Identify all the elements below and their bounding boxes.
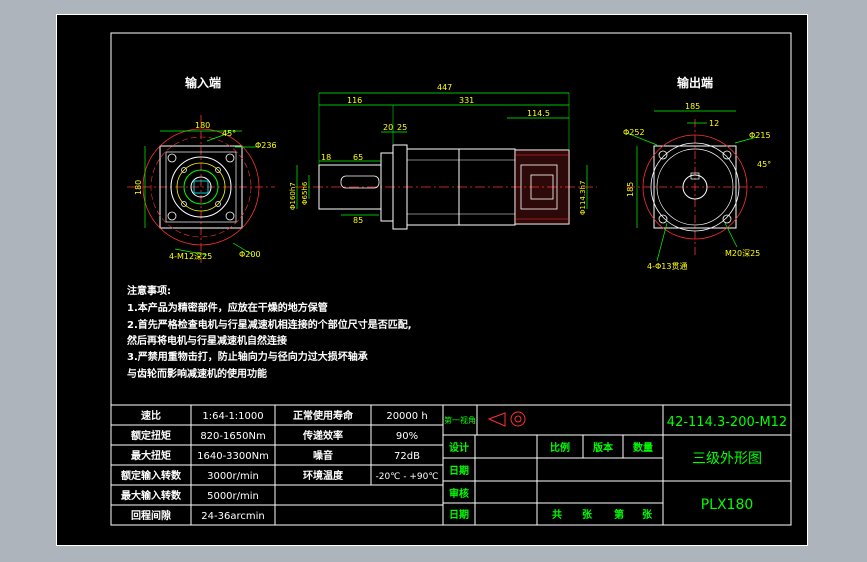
- notes-line: 与齿轮而影响减速机的使用功能: [127, 367, 267, 380]
- notes-line: 3.严禁用重物击打，防止轴向力与径向力过大损坏轴承: [127, 350, 368, 363]
- output-dim-key: 12: [709, 119, 719, 128]
- side-dim-shaftlen: 85: [353, 216, 363, 225]
- spec-cell: 820-1650Nm: [200, 431, 265, 442]
- input-dim-pilot: Φ200: [239, 250, 261, 259]
- side-dim-body: 331: [459, 96, 474, 105]
- row-label-date: 日期: [449, 464, 469, 477]
- spec-cell: 1:64-1:1000: [202, 411, 263, 422]
- title-block-text: 第一视角 42-114.3-200-M12 设计 日期 审核 日期 比例 版本 …: [444, 415, 787, 521]
- model-number: PLX180: [701, 497, 754, 513]
- part-number: 42-114.3-200-M12: [667, 415, 787, 430]
- col-label-qty: 数量: [633, 441, 653, 454]
- spec-cell: 传递效率: [302, 429, 343, 442]
- spec-cell: 24-36arcmin: [201, 511, 264, 522]
- spec-cell: 90%: [396, 431, 418, 442]
- output-dim-holes: 4-Φ13贯通: [647, 261, 687, 271]
- spec-cell: 1640-3300Nm: [197, 451, 269, 462]
- side-dim-total: 447: [437, 83, 452, 92]
- spec-cell: 最大输入转数: [121, 489, 182, 502]
- cad-drawing: 输入端 180 45° Φ236 180 4-M12深25 Φ: [110, 32, 792, 526]
- sheet-total-label: 共: [552, 508, 562, 521]
- spec-table-text: 速比 1:64-1:1000 正常使用寿命 20000 h 额定扭矩 820-1…: [121, 409, 438, 522]
- spec-cell: 额定输入转数: [121, 469, 182, 482]
- notes-line: 然后再将电机与行星减速机自然连接: [127, 334, 287, 347]
- input-dim-bolts: 4-M12深25: [169, 252, 212, 261]
- spec-cell: 3000r/min: [207, 471, 259, 482]
- side-dim-pilot: Φ160h7: [289, 182, 297, 210]
- input-dim-width: 180: [195, 121, 210, 130]
- drawing-sheet: 输入端 180 45° Φ236 180 4-M12深25 Φ: [56, 14, 808, 546]
- output-dim-thread: M20深25: [725, 249, 760, 258]
- notes-title: 注意事项:: [127, 284, 171, 297]
- title-block: [442, 404, 792, 526]
- side-dim-keylen: 65: [353, 153, 363, 162]
- output-dim-width: 185: [685, 102, 700, 111]
- input-dim-pcd: Φ236: [255, 141, 277, 150]
- sheet-no-label: 第: [614, 508, 624, 521]
- side-dim-flange-a: 20: [383, 123, 393, 132]
- notes-block: 注意事项: 1.本产品为精密部件，应放在干燥的地方保管 2.首先严格检查电机与行…: [127, 284, 412, 380]
- input-end-title: 输入端: [185, 75, 221, 90]
- output-dim-height: 185: [626, 182, 635, 197]
- input-dim-angle: 45°: [222, 129, 236, 138]
- output-dim-pcd: Φ215: [749, 131, 771, 140]
- notes-line: 2.首先严格检查电机与行星减速机相连接的个部位尺寸是否匹配,: [127, 318, 412, 331]
- side-dim-flange-b: 25: [397, 123, 407, 132]
- col-label-version: 版本: [593, 441, 614, 454]
- side-view: 447 116 331 114.5 20 25 18 65 85 Φ160h7 …: [289, 83, 597, 230]
- spec-cell: -20℃ - +90℃: [376, 472, 439, 482]
- projection-symbol: [487, 411, 526, 427]
- spec-cell: 环境温度: [303, 469, 344, 482]
- side-dim-shaft: 116: [347, 96, 362, 105]
- row-label-design: 设计: [449, 441, 469, 454]
- spec-cell: 5000r/min: [207, 491, 259, 502]
- input-dim-height: 180: [134, 180, 143, 195]
- sheet-no-unit: 张: [642, 508, 653, 521]
- sheet-total-unit: 张: [582, 508, 593, 521]
- side-dim-adapter: 114.5: [527, 109, 550, 118]
- spec-table: [110, 404, 444, 526]
- spec-cell: 20000 h: [386, 411, 427, 422]
- spec-cell: 回程间隙: [131, 509, 171, 522]
- output-dim-angle: 45°: [757, 160, 771, 169]
- side-dim-shaftdia: Φ65h6: [301, 181, 309, 205]
- col-label-scale: 比例: [550, 441, 570, 454]
- drawing-name: 三级外形图: [692, 451, 762, 467]
- side-dim-key: 18: [321, 153, 331, 162]
- row-label-date2: 日期: [449, 508, 469, 521]
- output-dim-outer: Φ252: [623, 128, 645, 137]
- spec-cell: 72dB: [394, 451, 420, 462]
- spec-cell: 噪音: [313, 449, 333, 462]
- row-label-review: 审核: [449, 487, 469, 500]
- spec-cell: 额定扭矩: [131, 429, 171, 442]
- input-end-view: 输入端 180 45° Φ236 180 4-M12深25 Φ: [127, 75, 277, 263]
- output-end-title: 输出端: [677, 75, 713, 90]
- notes-line: 1.本产品为精密部件，应放在干燥的地方保管: [127, 301, 328, 314]
- spec-cell: 速比: [141, 409, 161, 422]
- spec-cell: 正常使用寿命: [293, 409, 354, 422]
- spec-cell: 最大扭矩: [131, 449, 171, 462]
- angle-label: 第一视角: [444, 415, 476, 425]
- output-end-view: 输出端 185 12 Φ252 Φ215 45° 185 4-Φ13贯通 M20…: [623, 75, 771, 271]
- side-dim-adapter-dia: Φ114.3h7: [579, 181, 587, 215]
